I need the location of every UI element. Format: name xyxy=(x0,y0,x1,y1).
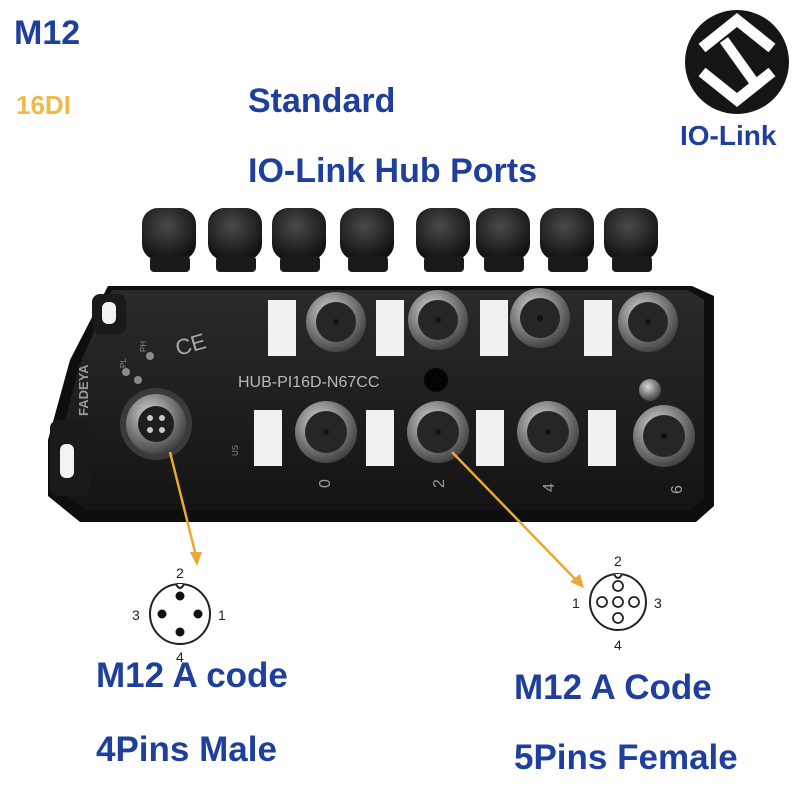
protective-cap xyxy=(604,208,658,272)
female-pin xyxy=(596,596,608,608)
arrow-to-female-diagram xyxy=(451,451,584,588)
male-pin xyxy=(193,609,203,619)
protective-cap xyxy=(476,208,530,272)
female-port xyxy=(295,401,357,463)
female-port xyxy=(306,292,366,352)
headline-line2: IO-Link Hub Ports xyxy=(248,152,537,190)
male-pin-label-4: 4 xyxy=(176,649,184,665)
port-number-6: 6 xyxy=(669,485,686,494)
protective-cap xyxy=(208,208,262,272)
female-pin-label-4: 4 xyxy=(614,637,622,653)
female-pinout-diagram: 1 2 3 4 xyxy=(572,553,662,653)
connector-type-title: M12 xyxy=(14,14,81,52)
male-pinout-diagram: 1 2 3 4 xyxy=(132,565,226,665)
protective-caps xyxy=(142,208,658,272)
male-pin-label-2: 2 xyxy=(176,565,184,581)
female-connector-pins-caption: 5Pins Female xyxy=(514,738,738,777)
female-pin-label-3: 3 xyxy=(654,595,662,611)
protective-cap xyxy=(142,208,196,272)
female-port xyxy=(633,405,695,467)
headline-line1: Standard xyxy=(248,82,396,120)
female-ports-bottom-row xyxy=(295,401,695,467)
female-port xyxy=(618,292,678,352)
male-pin xyxy=(175,627,185,637)
led-label-pl: PL xyxy=(119,358,128,368)
led-label-ph: PH xyxy=(139,341,148,352)
port-number-2: 2 xyxy=(431,479,448,488)
female-pin xyxy=(612,612,624,624)
male-connector-pins-caption: 4Pins Male xyxy=(96,730,277,769)
female-ports-top-row xyxy=(306,288,678,352)
arrow-to-male-diagram xyxy=(168,451,202,566)
port-number-0: 0 xyxy=(317,479,334,488)
male-pin xyxy=(157,609,167,619)
female-port xyxy=(407,401,469,463)
female-pin-label-2: 2 xyxy=(614,553,622,569)
port-number-4: 4 xyxy=(541,483,558,492)
male-pin-label-1: 1 xyxy=(218,607,226,623)
protective-cap xyxy=(272,208,326,272)
male-pin-label-3: 3 xyxy=(132,607,140,623)
female-port xyxy=(510,288,570,348)
model-number: HUB-PI16D-N67CC xyxy=(238,374,379,391)
protective-cap xyxy=(540,208,594,272)
female-connector-caption: M12 A Code xyxy=(514,668,712,707)
brand-label: FADEYA xyxy=(76,364,91,416)
male-input-connector xyxy=(120,388,192,460)
protective-cap xyxy=(340,208,394,272)
female-pin-label-1: 1 xyxy=(572,595,580,611)
female-pin xyxy=(628,596,640,608)
led-label-us: US xyxy=(231,445,240,456)
io-link-logo-label: IO-Link xyxy=(680,120,777,151)
female-port xyxy=(408,290,468,350)
female-pin xyxy=(612,580,624,592)
protective-cap xyxy=(416,208,470,272)
channels-label: 16DI xyxy=(16,90,71,120)
female-pin xyxy=(612,596,624,608)
male-connector-caption: M12 A code xyxy=(96,656,288,695)
male-pin xyxy=(175,591,185,601)
female-port xyxy=(517,401,579,463)
